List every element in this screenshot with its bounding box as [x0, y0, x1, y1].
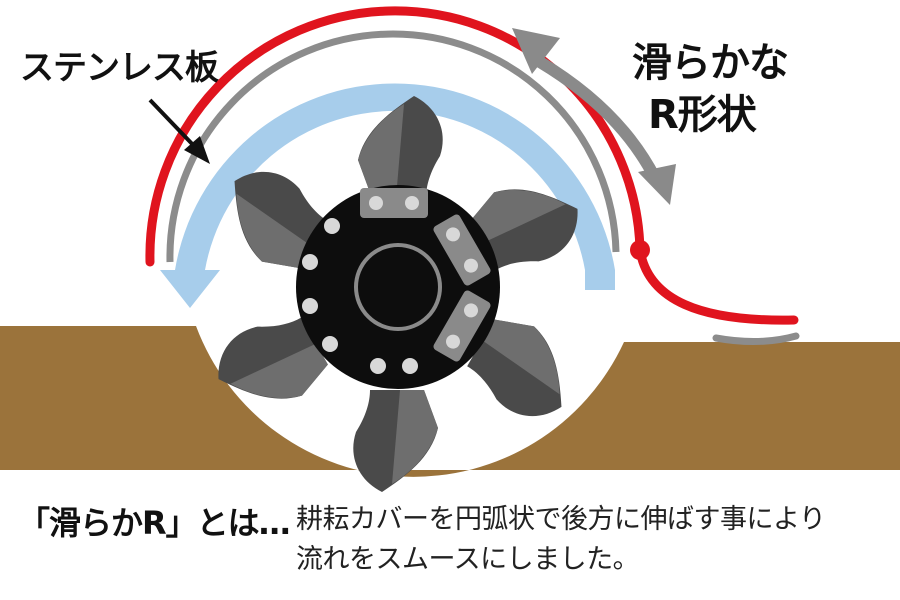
stainless-cover-arc	[145, 6, 799, 325]
bolt	[322, 336, 338, 352]
cover-joint-dot	[630, 240, 650, 260]
tiller-blades	[218, 96, 578, 492]
smooth-r-label-line2: R形状	[648, 92, 757, 138]
soil-ground	[0, 326, 900, 477]
axle-ring	[354, 243, 442, 331]
bolt	[302, 254, 318, 270]
stainless-plate-label: ステンレス板	[20, 48, 219, 88]
tiller-blade	[358, 96, 443, 198]
rotation-flow-arrow	[160, 83, 615, 308]
tiller-blade	[353, 390, 438, 492]
hub-bolts	[302, 218, 418, 374]
caption-line-1: 耕耘カバーを円弧状で後方に伸ばす事により	[296, 504, 826, 535]
tiller-blade	[467, 319, 562, 417]
stainless-pointer-arrow	[148, 98, 210, 164]
tiller-blade	[468, 189, 578, 271]
bolt	[370, 358, 386, 374]
mount-plate	[360, 188, 428, 218]
mount-plate	[433, 290, 491, 362]
bolt	[402, 358, 418, 374]
smooth-r-double-arrow	[512, 28, 676, 205]
tiller-blade	[234, 171, 329, 269]
caption-text: 耕耘カバーを円弧状で後方に伸ばす事により 流れをスムースにしました。	[296, 500, 826, 580]
mount-plate	[433, 214, 491, 286]
smooth-r-label-line1: 滑らかな	[632, 40, 789, 86]
bolt	[324, 218, 340, 234]
bolt	[302, 298, 318, 314]
tiller-blade	[218, 317, 328, 399]
inner-cover-arc	[166, 30, 620, 263]
blade-mount-plates	[360, 188, 491, 362]
caption-line-2: 流れをスムースにしました。	[296, 544, 640, 575]
caption-title: 「滑らかR」とは…	[18, 504, 291, 542]
rear-gray-lip	[712, 332, 800, 346]
